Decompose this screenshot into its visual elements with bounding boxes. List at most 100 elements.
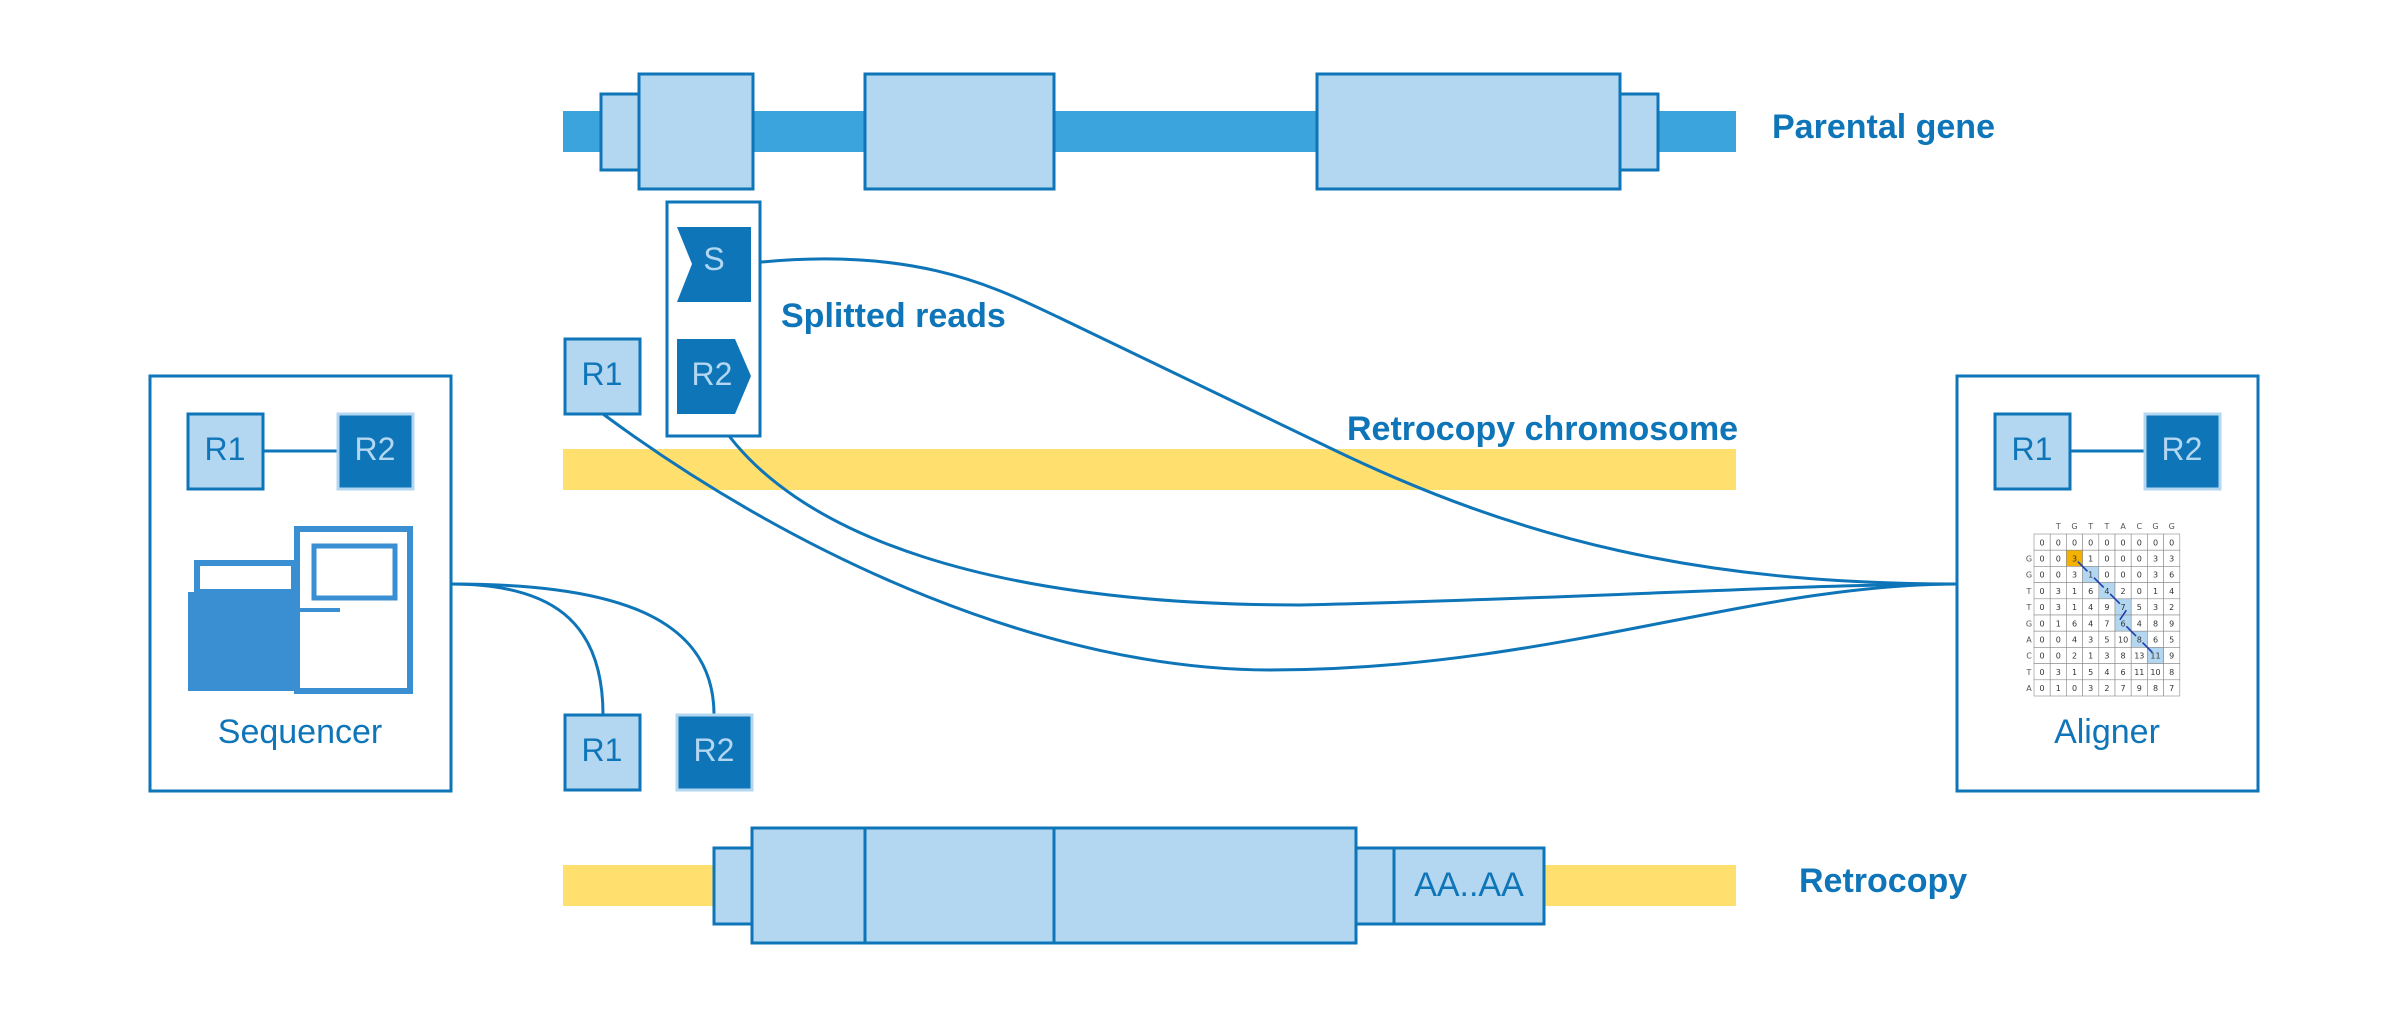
- matrix-cell-value: 8: [2121, 652, 2126, 661]
- matrix-cell-value: 2: [2072, 652, 2077, 661]
- matrix-cell-value: 0: [2040, 571, 2045, 580]
- matrix-cell-value: 5: [2137, 603, 2142, 612]
- matrix-cell-value: 11: [2150, 652, 2160, 661]
- matrix-cell-value: 5: [2088, 668, 2093, 677]
- matrix-cell-value: 3: [2153, 555, 2158, 564]
- matrix-cell-value: 3: [2104, 652, 2109, 661]
- matrix-cell-value: 1: [2088, 652, 2093, 661]
- matrix-row-header: G: [2026, 619, 2032, 628]
- matrix-row-header: A: [2026, 636, 2032, 645]
- sequencer-to-r2-curve: [450, 582, 716, 716]
- matrix-cell-value: 0: [2040, 555, 2045, 564]
- sequencer-to-r1-curve: [450, 582, 605, 716]
- retrocopy-exon-1: [750, 826, 867, 945]
- sequencer-panel: R1 R2 Sequencer: [148, 374, 453, 793]
- matrix-cell-value: 0: [2040, 587, 2045, 596]
- matrix-cell-value: 4: [2088, 603, 2093, 612]
- lower-r1-box: [563, 713, 642, 792]
- matrix-cell-value: 2: [2121, 587, 2126, 596]
- retrocopy-poly-a-tail: [1392, 846, 1546, 926]
- matrix-cell-value: 0: [2040, 603, 2045, 612]
- matrix-cell-value: 0: [2056, 555, 2061, 564]
- matrix-cell-value: 0: [2169, 538, 2174, 547]
- aligner-label: Aligner: [2054, 713, 2160, 751]
- r2-to-aligner-curve: [712, 413, 1958, 607]
- matrix-cell: [2163, 679, 2181, 697]
- retrocopy-chromosome-label: Retrocopy chromosome: [1347, 410, 1738, 448]
- matrix-cell-value: 8: [2137, 636, 2142, 645]
- matrix-traceback-arrow: [2109, 593, 2121, 605]
- matrix-traceback-arrow: [2141, 641, 2153, 653]
- matrix-cell-value: 0: [2121, 571, 2126, 580]
- retrocopy-exon-3: [1052, 826, 1358, 945]
- retrocopy-chromosome-track: [563, 449, 1736, 490]
- splitted-reads-label: Splitted reads: [781, 297, 1006, 335]
- matrix-cell-value: 4: [2072, 636, 2077, 645]
- retrocopy-track: AA..AA Retrocopy: [563, 826, 1967, 945]
- matrix-col-header: G: [2169, 522, 2175, 531]
- matrix-cell-value: 1: [2153, 587, 2158, 596]
- matrix-cell-value: 4: [2088, 619, 2093, 628]
- r1-to-aligner-curve: [602, 412, 1958, 672]
- matrix-traceback-arrow: [2077, 560, 2089, 572]
- matrix-row-header: A: [2026, 684, 2032, 693]
- matrix-cell-value: 0: [2153, 538, 2158, 547]
- split-read-r2: [677, 339, 751, 414]
- matrix-cell-value: 3: [2169, 555, 2174, 564]
- matrix-cell-value: 0: [2121, 555, 2126, 564]
- matrix-cell-value: 8: [2153, 619, 2158, 628]
- aligner-r1-label: R1: [2012, 431, 2053, 467]
- retrocopy-exon-2: [863, 826, 1056, 945]
- matrix-cell-value: 11: [2134, 668, 2144, 677]
- matrix-cell-value: 0: [2072, 538, 2077, 547]
- matrix-row-header: G: [2026, 555, 2032, 564]
- matrix-cell-value: 6: [2121, 668, 2126, 677]
- matrix-cell-value: 0: [2040, 652, 2045, 661]
- split-read-to-aligner-curve: [751, 257, 1958, 586]
- matrix-cell-value: 5: [2169, 636, 2174, 645]
- sequencer-machine-icon: [188, 526, 413, 694]
- matrix-cell-value: 8: [2153, 684, 2158, 693]
- retrocopy-chromosome-bar: [563, 449, 1736, 490]
- matrix-cell-value: 7: [2121, 603, 2126, 612]
- matrix-cell-value: 0: [2137, 571, 2142, 580]
- parental-gene-exon-1: [637, 72, 755, 191]
- matrix-cell-value: 0: [2104, 571, 2109, 580]
- matrix-cell-value: 6: [2121, 619, 2126, 628]
- matrix-cell-value: 1: [2056, 684, 2061, 693]
- matrix-cell-value: 3: [2056, 668, 2061, 677]
- matrix-cell-value: 0: [2088, 538, 2093, 547]
- connector-curves: [450, 257, 1958, 716]
- matrix-cell-value: 0: [2104, 538, 2109, 547]
- splitted-reads-group: S R2 Splitted reads: [665, 200, 1006, 438]
- matrix-cell-value: 8: [2169, 668, 2174, 677]
- matrix-cell-value: 0: [2056, 538, 2061, 547]
- retrocopy-utr-right: [1354, 846, 1396, 926]
- matrix-cell-value: 1: [2088, 571, 2093, 580]
- matrix-row-header: C: [2026, 652, 2032, 661]
- matrix-traceback-arrow: [2125, 625, 2137, 637]
- matrix-cell-value: 3: [2153, 571, 2158, 580]
- aligner-r1-box: [1993, 412, 2072, 491]
- matrix-col-header: T: [2055, 522, 2061, 531]
- split-read-s-label: S: [703, 241, 724, 277]
- matrix-cell-value: 0: [2040, 619, 2045, 628]
- matrix-cell-value: 0: [2056, 636, 2061, 645]
- matrix-cell-value: 9: [2169, 619, 2174, 628]
- matrix-cell-value: 0: [2040, 684, 2045, 693]
- upper-r1-box: [563, 337, 642, 416]
- sequencer-r1-label: R1: [205, 431, 246, 467]
- matrix-traceback-arrow: [2093, 577, 2105, 589]
- matrix-col-header: T: [2103, 522, 2109, 531]
- matrix-row-header: T: [2026, 603, 2032, 612]
- matrix-col-header: A: [2120, 522, 2126, 531]
- matrix-cell-value: 4: [2104, 587, 2109, 596]
- matrix-cell-value: 3: [2056, 603, 2061, 612]
- matrix-cell-value: 0: [2137, 587, 2142, 596]
- matrix-row-header: T: [2026, 668, 2032, 677]
- parental-gene-exon-2: [863, 72, 1056, 191]
- matrix-cell-value: 1: [2056, 619, 2061, 628]
- matrix-cell-value: 0: [2040, 636, 2045, 645]
